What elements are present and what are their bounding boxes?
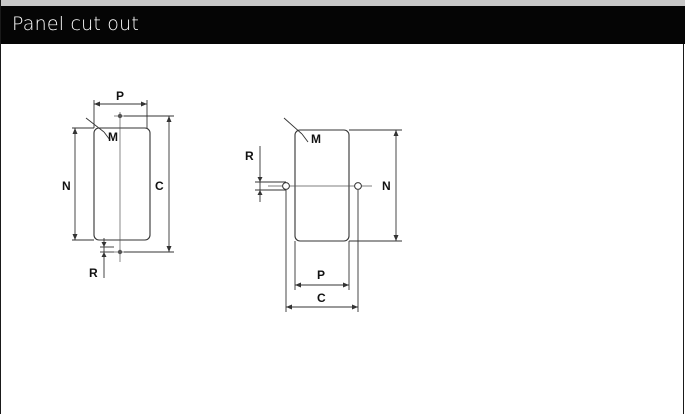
vertical-cutout-outline — [93, 127, 151, 241]
horizontal-r-arrow-top — [257, 177, 263, 182]
horizontal-c-arrow-left — [286, 304, 292, 310]
vertical-r-arrow-bottom — [101, 252, 107, 257]
vertical-p-arrow-left — [94, 101, 100, 107]
vertical-c-label: C — [155, 179, 164, 193]
horizontal-n-arrow-top — [393, 130, 399, 136]
horizontal-m-label: M — [311, 132, 321, 146]
vertical-c-arrow-top — [166, 116, 172, 122]
vertical-n-label: N — [62, 179, 71, 193]
vertical-n-arrow-top — [72, 128, 78, 134]
horizontal-cutout-outline — [294, 129, 350, 242]
horizontal-hole-right — [354, 182, 362, 190]
horizontal-c-label: C — [317, 291, 326, 305]
vertical-mount-drawing: P M N C R — [62, 89, 174, 280]
horizontal-c-arrow-right — [352, 304, 358, 310]
vertical-p-label: P — [116, 89, 124, 103]
panel-title: Panel cut out — [12, 13, 139, 35]
vertical-m-leader-end — [103, 131, 111, 141]
vertical-r-arrow-top — [101, 242, 107, 247]
vertical-n-arrow-bottom — [72, 234, 78, 240]
horizontal-r-label: R — [245, 149, 254, 163]
horizontal-m-leader — [283, 117, 303, 135]
horizontal-n-arrow-bottom — [393, 235, 399, 241]
vertical-hole-top — [117, 113, 123, 119]
horizontal-p-label: P — [317, 268, 325, 282]
vertical-hole-bottom — [117, 249, 123, 255]
vertical-r-label: R — [89, 266, 98, 280]
horizontal-p-arrow-left — [295, 282, 301, 288]
horizontal-m-leader-end — [301, 133, 309, 143]
vertical-m-label: M — [108, 130, 118, 144]
panel-header: Panel cut out — [1, 0, 685, 44]
vertical-c-arrow-bottom — [166, 246, 172, 252]
horizontal-mount-drawing: M R N P C — [245, 117, 402, 312]
horizontal-p-arrow-right — [343, 282, 349, 288]
vertical-m-leader — [85, 117, 105, 133]
horizontal-r-arrow-bottom — [257, 190, 263, 195]
vertical-p-arrow-right — [141, 101, 147, 107]
horizontal-n-label: N — [382, 179, 391, 193]
horizontal-hole-left — [282, 182, 290, 190]
